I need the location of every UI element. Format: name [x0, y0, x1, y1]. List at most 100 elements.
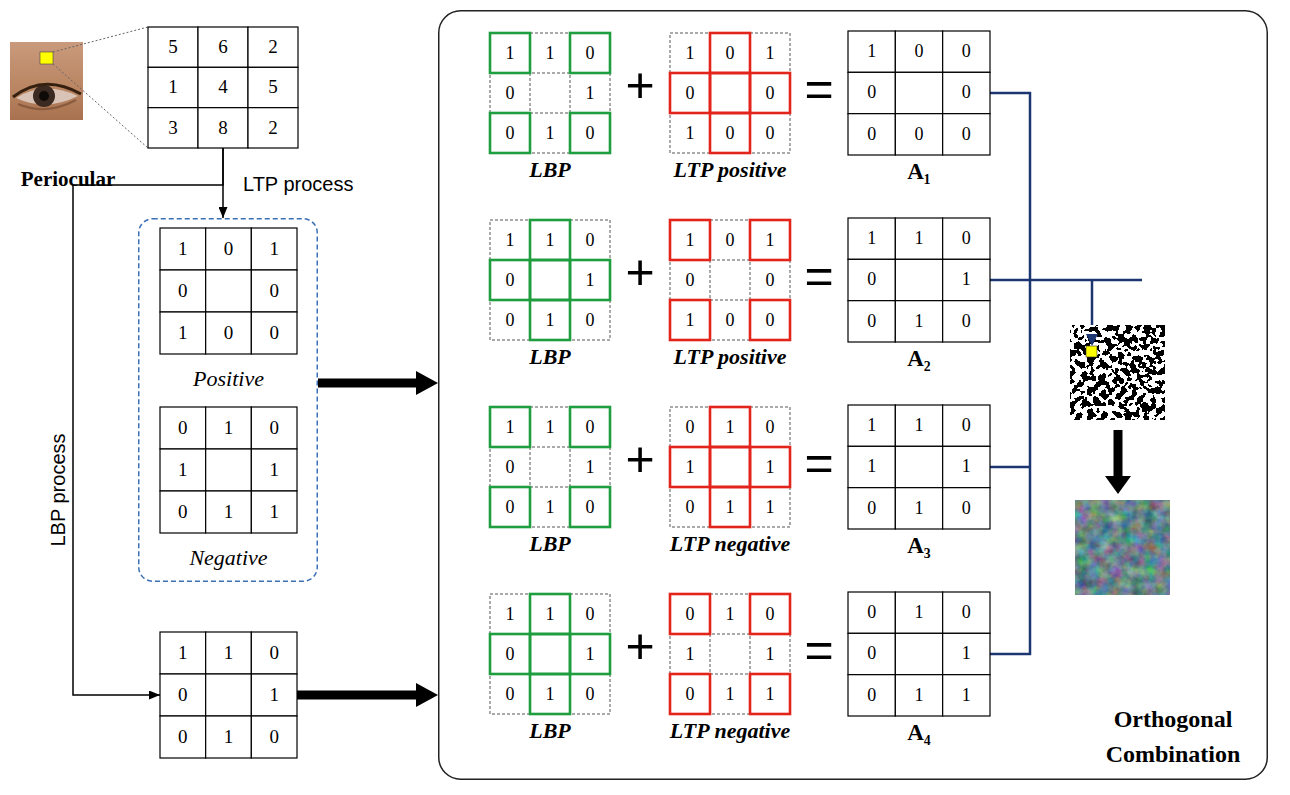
- matrix-value: 1: [895, 675, 942, 716]
- matrix-value: 3: [148, 108, 198, 148]
- grid-cell: [198, 27, 248, 67]
- matrix-value: 8: [198, 108, 248, 148]
- matrix-grid: 11001010A₂: [848, 218, 990, 342]
- highlight-cell: [750, 73, 790, 113]
- leader-line: [53, 64, 148, 148]
- grid-cell: [670, 634, 710, 674]
- matrix-value: 0: [670, 674, 710, 714]
- patch-marker: [40, 52, 53, 64]
- grid-cell: [206, 407, 252, 449]
- highlight-cell: [750, 220, 790, 260]
- matrix-value: 5: [248, 67, 298, 107]
- grid-cell: [160, 407, 206, 449]
- matrix-value: 0: [251, 716, 297, 758]
- flow-arrow: [297, 691, 426, 700]
- output-arrowhead: [1086, 334, 1098, 346]
- box-title: Orthogonal Combination: [1083, 702, 1263, 772]
- matrix-value: 1: [530, 33, 570, 73]
- matrix-grid: 01001011A₄: [848, 592, 990, 716]
- highlight-cell: [570, 33, 610, 73]
- eye-lower-lid: [18, 100, 76, 109]
- highlight-cell: [670, 300, 710, 340]
- grid-cell: [895, 488, 942, 529]
- matrix-value: 0: [848, 72, 895, 113]
- grid-cell: [206, 449, 252, 491]
- grid-cell: [848, 633, 895, 674]
- grid-cell: [490, 487, 530, 527]
- matrix-value: 0: [710, 33, 750, 73]
- grid-cell: [206, 716, 252, 758]
- grid-cell: [895, 592, 942, 633]
- matrix-value: 1: [710, 487, 750, 527]
- matrix-value: 1: [530, 220, 570, 260]
- matrix-grid: 01011011LTP negative: [670, 407, 790, 527]
- grid-cell: [490, 260, 530, 300]
- grid-cell: [710, 594, 750, 634]
- grid-cell: [490, 674, 530, 714]
- grid-cell: [670, 113, 710, 153]
- matrix-value: 0: [943, 31, 990, 72]
- grid-cell: [570, 594, 610, 634]
- grid-cell: [570, 300, 610, 340]
- matrix-grid: 10100100LTP positive: [670, 33, 790, 153]
- matrix-value: 1: [848, 446, 895, 487]
- matrix-value: 0: [750, 73, 790, 113]
- grid-caption: Negative: [189, 545, 267, 571]
- grid-cell: [670, 73, 710, 113]
- matrix-value: 1: [895, 592, 942, 633]
- highlight-cell: [670, 674, 710, 714]
- matrix-value: 0: [943, 72, 990, 113]
- operator-sign: =: [794, 435, 844, 491]
- matrix-value: 0: [490, 260, 530, 300]
- highlight-cell: [710, 447, 750, 487]
- grid-cell: [490, 634, 530, 674]
- matrix-value: 1: [530, 407, 570, 447]
- matrix-value: 0: [943, 488, 990, 529]
- patch-marker: [1086, 346, 1097, 357]
- down-arrow: [1114, 430, 1123, 478]
- grid-cell: [943, 31, 990, 72]
- grid-cell: [251, 632, 297, 674]
- matrix-value: 0: [160, 407, 206, 449]
- matrix-value: 0: [206, 312, 252, 354]
- highlight-cell: [530, 300, 570, 340]
- matrix-value: 0: [848, 592, 895, 633]
- grid-cell: [206, 674, 252, 716]
- grid-cell: [848, 592, 895, 633]
- grid-cell: [148, 67, 198, 107]
- grid-cell: [848, 31, 895, 72]
- grid-cell: [848, 114, 895, 155]
- grid-cell: [530, 33, 570, 73]
- grid-cell: [943, 72, 990, 113]
- flow-arrow: [318, 379, 426, 388]
- output-line: [990, 279, 1142, 282]
- grid-cell: [710, 33, 750, 73]
- grid-cell: [160, 716, 206, 758]
- highlight-cell: [710, 407, 750, 447]
- grid-cell: [710, 487, 750, 527]
- matrix-value: 1: [710, 674, 750, 714]
- matrix-value: 0: [710, 113, 750, 153]
- grid-cell: [160, 228, 206, 270]
- image-label: Periocular: [0, 166, 136, 192]
- grid-cell: [160, 449, 206, 491]
- grid-cell: [530, 300, 570, 340]
- highlight-cell: [490, 407, 530, 447]
- matrix-value: 0: [570, 594, 610, 634]
- matrix-value: 1: [670, 634, 710, 674]
- matrix-value: 0: [160, 491, 206, 533]
- grid-cell: [251, 270, 297, 312]
- matrix-value: 0: [570, 113, 610, 153]
- grid-cell: [570, 260, 610, 300]
- grid-caption: LTP positive: [673, 157, 786, 183]
- highlight-cell: [490, 487, 530, 527]
- matrix-value: 0: [848, 488, 895, 529]
- grid-cell: [198, 67, 248, 107]
- highlight-cell: [670, 594, 710, 634]
- matrix-value: 1: [530, 300, 570, 340]
- highlight-cell: [490, 113, 530, 153]
- highlight-cell: [670, 447, 710, 487]
- matrix-value: 0: [710, 300, 750, 340]
- matrix-value: 1: [148, 67, 198, 107]
- grid-caption: A₂: [907, 346, 931, 372]
